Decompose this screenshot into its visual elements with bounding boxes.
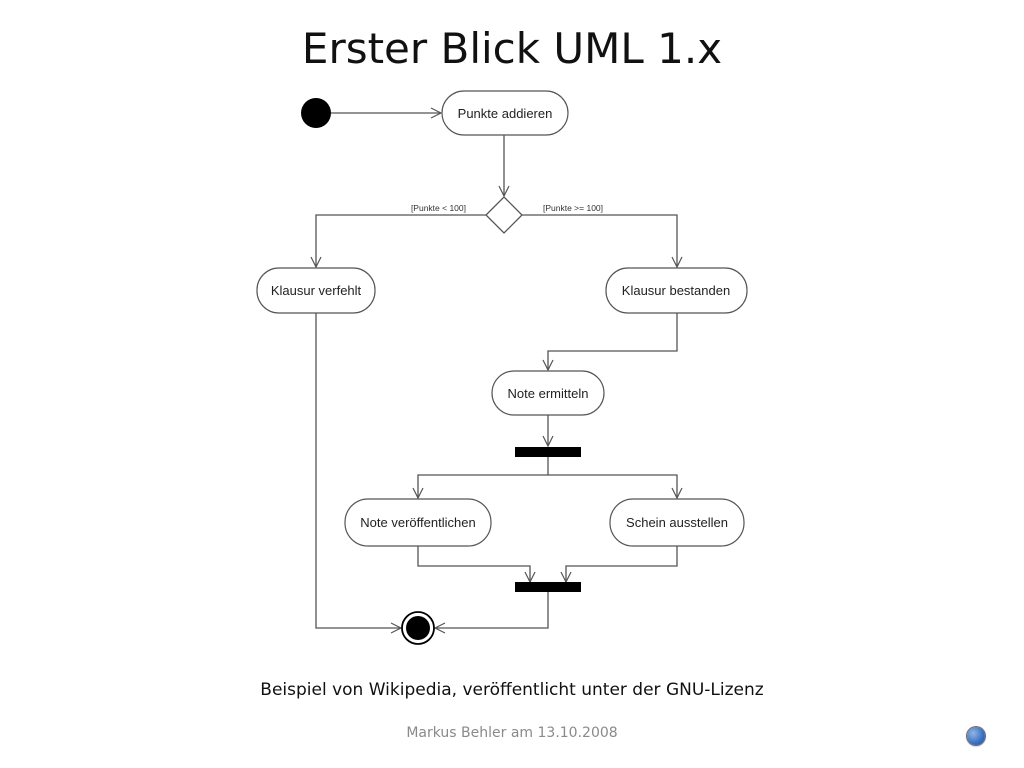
action-add-points: Punkte addieren bbox=[441, 90, 569, 136]
edge-decision-to-passed bbox=[522, 214, 677, 267]
slide-footer: Markus Behler am 13.10.2008 bbox=[406, 725, 618, 741]
edge-certificate-to-join bbox=[566, 546, 678, 582]
action-publish-grade: Note veröffentlichen bbox=[344, 498, 492, 547]
action-label: Klausur verfehlt bbox=[271, 283, 362, 298]
action-label: Klausur bestanden bbox=[622, 283, 730, 298]
edge-publish-to-join bbox=[417, 546, 530, 582]
diagram-caption: Beispiel von Wikipedia, veröffentlicht u… bbox=[260, 680, 764, 700]
action-label: Note veröffentlichen bbox=[360, 515, 475, 530]
action-label: Punkte addieren bbox=[458, 106, 553, 121]
edge-failed-to-end bbox=[315, 313, 401, 628]
final-node bbox=[401, 611, 435, 645]
slide-title: Erster Blick UML 1.x bbox=[301, 24, 723, 73]
edge-fork-to-publish bbox=[418, 457, 549, 498]
action-label: Schein ausstellen bbox=[626, 515, 728, 530]
edge-join-to-end bbox=[435, 592, 549, 628]
action-issue-certificate: Schein ausstellen bbox=[609, 498, 745, 547]
edge-passed-to-determine-grade bbox=[548, 313, 678, 370]
edge-decision-to-failed bbox=[316, 214, 486, 267]
initial-node bbox=[301, 98, 331, 128]
guard-label-below: [Punkte < 100] bbox=[411, 203, 466, 213]
edge-fork-to-certificate bbox=[548, 474, 677, 498]
slide-nav-button[interactable] bbox=[967, 727, 985, 745]
action-exam-failed: Klausur verfehlt bbox=[256, 267, 376, 314]
fork-bar bbox=[515, 447, 581, 457]
join-bar bbox=[515, 582, 581, 592]
guard-label-at-least: [Punkte >= 100] bbox=[543, 203, 603, 213]
action-label: Note ermitteln bbox=[508, 386, 589, 401]
decision-node bbox=[485, 196, 523, 234]
action-determine-grade: Note ermitteln bbox=[491, 370, 605, 416]
action-exam-passed: Klausur bestanden bbox=[605, 267, 748, 314]
